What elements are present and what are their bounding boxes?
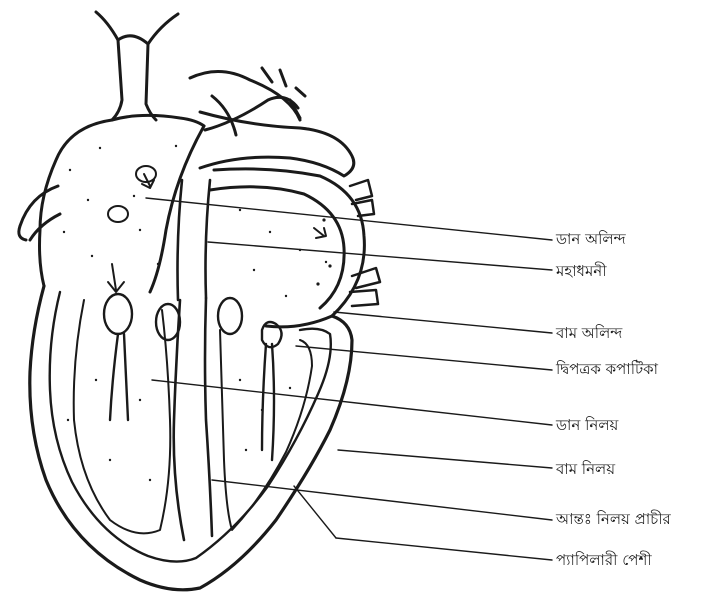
bicuspid-valve bbox=[218, 298, 282, 460]
label-interventricular-septum: আন্তঃ নিলয় প্রাচীর bbox=[556, 510, 671, 528]
label-right-atrium: ডান অলিন্দ bbox=[556, 230, 626, 248]
leader-septum bbox=[212, 480, 552, 520]
ventricle-inner-wall bbox=[50, 292, 331, 562]
atrium-openings bbox=[108, 166, 156, 222]
label-bicuspid-valve: দ্বিপত্রক কপাটিকা bbox=[556, 360, 658, 378]
interventricular-septum bbox=[174, 180, 212, 540]
label-left-ventricle: বাম নিলয় bbox=[556, 460, 615, 478]
label-right-ventricle: ডান নিলয় bbox=[556, 416, 618, 434]
aortic-arch bbox=[190, 68, 354, 176]
leader-aorta bbox=[208, 242, 552, 270]
label-aorta: মহাধমনী bbox=[556, 262, 607, 280]
right-ventricle-chamber bbox=[74, 300, 171, 533]
leader-left-ventricle bbox=[338, 450, 552, 468]
label-left-atrium: বাম অলিন্দ bbox=[556, 324, 622, 342]
leader-right-ventricle bbox=[152, 380, 552, 425]
leader-left-atrium bbox=[334, 312, 552, 333]
label-papillary-muscle: প্যাপিলারী পেশী bbox=[556, 551, 652, 569]
leader-bicuspid-valve bbox=[296, 346, 552, 370]
superior-vena-cava bbox=[96, 12, 178, 120]
